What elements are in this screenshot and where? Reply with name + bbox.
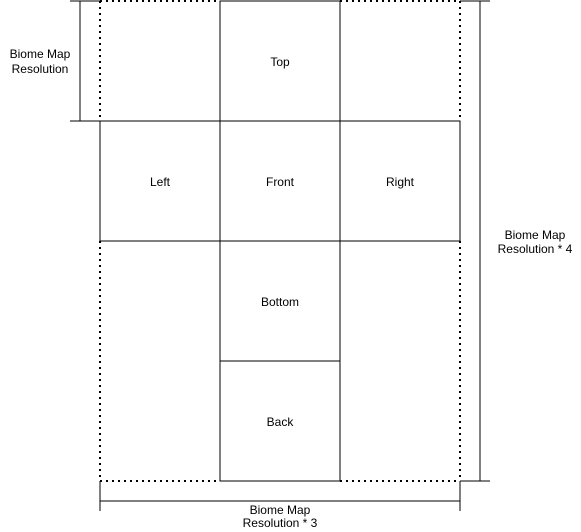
dimension-left-label-line1: Biome Map <box>10 47 71 61</box>
face-left: Left <box>99 120 221 242</box>
face-left-label: Left <box>150 175 171 189</box>
face-top-box <box>219 0 341 122</box>
dimension-left-label-line2: Resolution <box>12 62 69 76</box>
dimension-right-label-line2: Resolution * 4 <box>498 242 573 256</box>
face-bottom-box <box>219 240 341 362</box>
dimension-right: Biome Map Resolution * 4 <box>460 0 573 482</box>
outer-dotted-boundary <box>99 0 461 482</box>
dimension-bottom-label-line2: Resolution * 3 <box>243 516 318 530</box>
face-front-label: Front <box>266 175 295 189</box>
face-left-box <box>99 120 221 242</box>
dimension-bottom-label-line1: Biome Map <box>250 503 311 517</box>
face-back: Back <box>219 360 341 482</box>
face-back-label: Back <box>267 415 295 429</box>
face-right-box <box>339 120 461 242</box>
face-front: Front <box>219 120 341 242</box>
face-top-label: Top <box>270 55 290 69</box>
face-right-label: Right <box>386 175 415 189</box>
face-right: Right <box>339 120 461 242</box>
dimension-left: Biome Map Resolution <box>10 0 100 122</box>
face-bottom-label: Bottom <box>261 295 299 309</box>
face-top: Top <box>219 0 341 122</box>
face-bottom: Bottom <box>219 240 341 362</box>
dimension-bottom: Biome Map Resolution * 3 <box>99 481 461 530</box>
dimension-right-label-line1: Biome Map <box>505 228 566 242</box>
face-back-box <box>219 360 341 482</box>
